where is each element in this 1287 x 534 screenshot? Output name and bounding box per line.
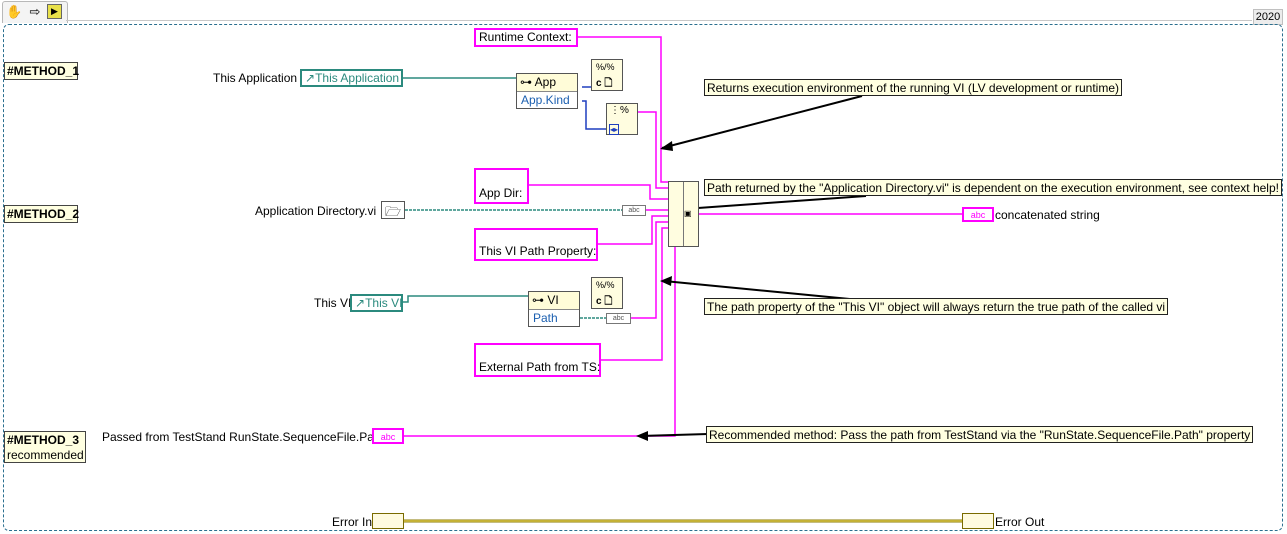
document-icon: c 🗋: [596, 296, 613, 307]
format-enum-node[interactable]: ⋮% ◂▸: [606, 103, 638, 135]
this-vi-label: This VI: [314, 296, 352, 310]
vi-path-property[interactable]: Path: [533, 311, 558, 325]
string-wire-appdir: [528, 184, 668, 200]
method-3-subtitle: recommended: [7, 448, 84, 462]
vi-icon[interactable]: ▶: [47, 4, 62, 19]
error-in-terminal[interactable]: [372, 513, 404, 529]
comment-application-directory: Path returned by the "Application Direct…: [704, 179, 1282, 196]
ref-arrow-icon: ↗: [305, 71, 316, 85]
format-string-icon: ⋮%: [610, 105, 629, 116]
format-icon: %/%: [596, 62, 615, 72]
string-wire-external: [601, 227, 668, 361]
method-2-label: #METHOD_2: [4, 205, 79, 223]
close-reference-node[interactable]: %/% c 🗋: [591, 59, 623, 91]
passed-from-ts-label: Passed from TestStand RunState.SequenceF…: [102, 430, 384, 444]
version-label: 2020: [1253, 9, 1283, 25]
concatenate-strings-node[interactable]: ▣: [668, 181, 699, 247]
document-icon: c 🗋: [596, 78, 613, 89]
comment-execution-environment: Returns execution environment of the run…: [704, 79, 1122, 96]
path-to-string-node-2[interactable]: abc: [606, 313, 631, 324]
enum-wire-2: [582, 100, 606, 130]
this-application-ref-text: This Application: [315, 71, 400, 85]
runtime-context-constant[interactable]: Runtime Context:: [474, 28, 578, 47]
app-kind-property[interactable]: App.Kind: [521, 93, 570, 107]
path-to-string-node-1[interactable]: abc: [622, 205, 646, 216]
concatenated-string-indicator[interactable]: abc: [962, 207, 994, 222]
app-property-header: ⊶ App: [517, 74, 577, 92]
key-icon: ⊶: [532, 293, 548, 307]
block-diagram-frame: [3, 24, 1283, 531]
comment-recommended-method: Recommended method: Pass the path from T…: [706, 426, 1254, 443]
error-out-label: Error Out: [995, 515, 1045, 529]
tab-divider: [66, 20, 1252, 21]
concat-inputs: [669, 182, 684, 246]
string-wire-vi-out: [631, 221, 668, 319]
arrow-icon[interactable]: ⇨: [29, 4, 41, 19]
key-icon: ⊶: [520, 75, 535, 89]
enum-icon: ◂▸: [609, 124, 620, 135]
abc-text: abc: [612, 315, 625, 322]
app-property-node[interactable]: ⊶ App App.Kind: [516, 73, 578, 109]
folder-icon: 🗁: [385, 204, 402, 219]
external-path-constant[interactable]: External Path from TS:: [474, 343, 601, 377]
abc-text: abc: [970, 210, 986, 220]
this-application-label: This Application: [213, 71, 298, 85]
method-1-label: #METHOD_1: [4, 62, 79, 80]
ts-path-control[interactable]: abc: [372, 428, 404, 444]
concat-icon: ▣: [684, 209, 692, 218]
hand-icon[interactable]: ✋: [6, 4, 23, 19]
error-out-terminal[interactable]: [962, 513, 994, 529]
format-icon: %/%: [596, 280, 615, 290]
string-wire-runtime: [577, 36, 668, 183]
arrow-c3: [663, 280, 861, 301]
arrow-c1: [661, 95, 863, 149]
toolbar: ✋ ⇨ ▶: [2, 1, 68, 23]
vi-property-header: ⊶ VI: [529, 292, 579, 310]
method-3-label: #METHOD_3 recommended: [4, 431, 86, 463]
ref-wire-vi: [403, 295, 528, 303]
this-vi-ref[interactable]: ↗This VI: [350, 294, 403, 312]
arrow-c4: [639, 433, 709, 437]
error-in-label: Error In: [332, 515, 373, 529]
vi-path-property-constant[interactable]: This VI Path Property:: [474, 228, 598, 261]
abc-text: abc: [628, 207, 640, 214]
arrow-c2: [683, 195, 867, 210]
close-vi-reference-node[interactable]: %/% c 🗋: [591, 277, 623, 309]
abc-text: abc: [380, 432, 396, 442]
vi-class-text: VI: [547, 293, 559, 307]
this-application-ref[interactable]: ↗This Application: [300, 69, 403, 87]
string-wire-vipath: [597, 215, 668, 245]
string-wire-kind: [637, 111, 668, 189]
app-class-text: App: [534, 75, 557, 89]
this-vi-ref-text: This VI: [365, 296, 403, 310]
concatenated-string-label: concatenated string: [995, 208, 1100, 222]
string-wire-ts: [404, 233, 676, 437]
application-directory-vi[interactable]: 🗁: [381, 201, 405, 219]
ref-arrow-icon: ↗: [355, 296, 366, 310]
app-dir-constant[interactable]: App Dir:: [474, 168, 529, 204]
vi-property-node[interactable]: ⊶ VI Path: [528, 291, 580, 327]
application-directory-label: Application Directory.vi: [255, 204, 377, 218]
method-3-title: #METHOD_3: [7, 433, 80, 447]
comment-this-vi-path: The path property of the "This VI" objec…: [704, 298, 1169, 315]
